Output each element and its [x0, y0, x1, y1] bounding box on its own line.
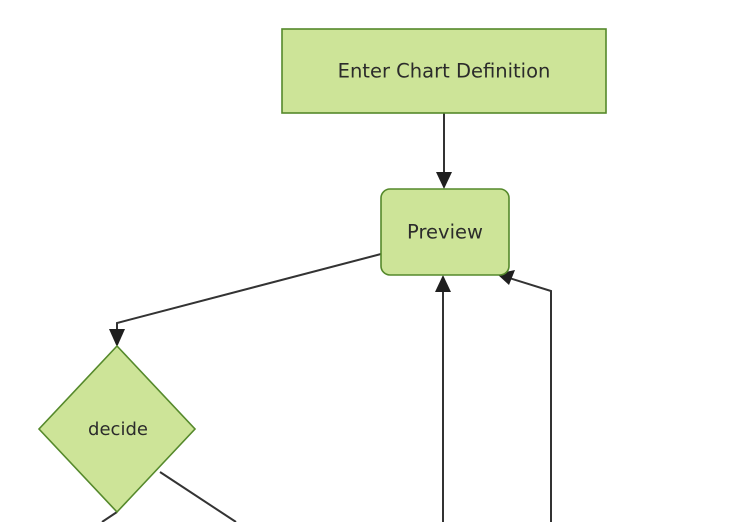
node-decide[interactable]: decide: [37, 344, 197, 514]
arrow-head-icon: [436, 172, 452, 189]
edge-line: [159, 471, 237, 522]
edge-line: [101, 511, 118, 522]
edge-incoming-center-to-preview: [435, 275, 451, 522]
node-shape-rounded-rectangle[interactable]: [380, 188, 510, 276]
edge-decide-right-outgoing: [159, 471, 237, 522]
node-label-decide: decide: [88, 419, 148, 440]
node-enter-chart-definition[interactable]: Enter Chart Definition: [281, 28, 607, 114]
edge-decide-bottom-outgoing: [101, 511, 118, 522]
edge-incoming-right-to-preview: [497, 270, 552, 522]
node-label-preview: Preview: [407, 221, 483, 244]
edge-line: [505, 276, 552, 522]
node-shape-rectangle[interactable]: [281, 28, 607, 114]
arrow-head-icon: [435, 275, 451, 292]
edge-enter-to-preview: [436, 113, 452, 189]
node-label-enter-chart-definition: Enter Chart Definition: [338, 60, 551, 83]
edge-line: [116, 253, 382, 338]
node-preview[interactable]: Preview: [380, 188, 510, 276]
node-shape-diamond[interactable]: [37, 344, 197, 514]
arrow-head-icon: [109, 329, 125, 347]
edge-preview-to-decide: [109, 253, 382, 347]
